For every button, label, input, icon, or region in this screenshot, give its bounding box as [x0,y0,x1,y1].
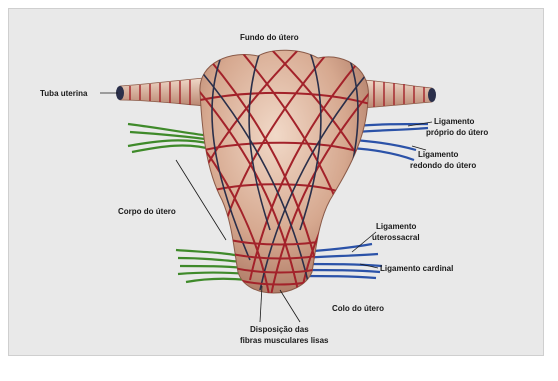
label-cardinal: Ligamento cardinal [380,264,453,273]
label-fibers-1: Disposição das [250,325,309,334]
label-fundus: Fundo do útero [240,33,299,42]
label-uterosacral-2: uterossacral [372,233,420,242]
label-cervix: Colo do útero [332,304,384,313]
uterus-body [190,48,380,300]
label-fibers-2: fibras musculares lisas [240,336,329,345]
label-tube: Tuba uterina [40,89,88,98]
label-round-ligament-2: redondo do útero [410,161,476,170]
label-proper-ligament-1: Ligamento [434,117,475,126]
label-body: Corpo do útero [118,207,176,216]
label-round-ligament-1: Ligamento [418,150,459,159]
label-proper-ligament-2: próprio do útero [426,128,488,137]
label-uterosacral-1: Ligamento [376,222,417,231]
